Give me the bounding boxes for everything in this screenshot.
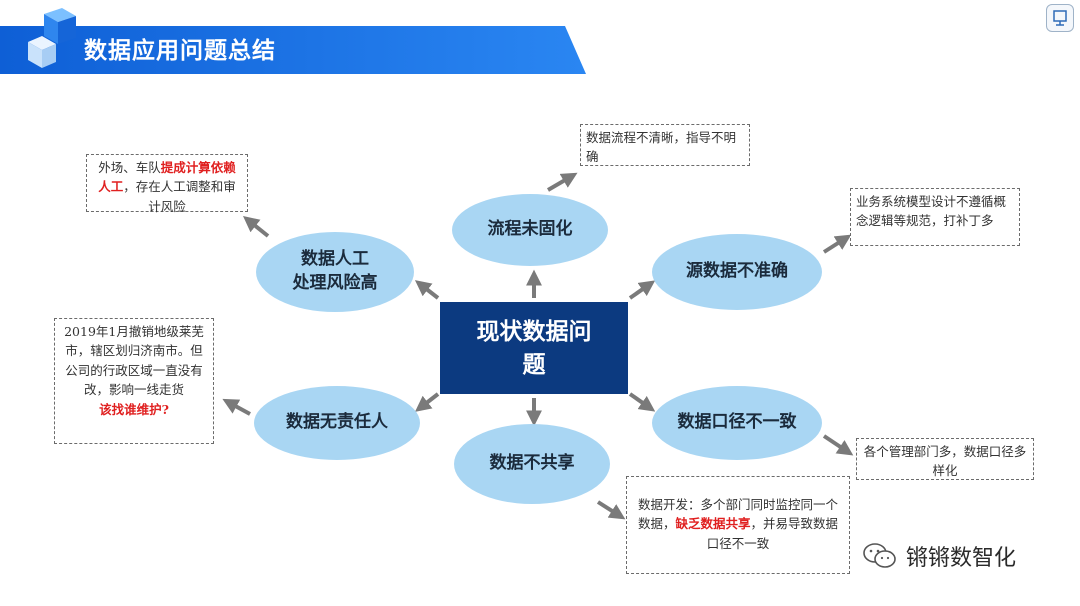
issue-manual-processing-risk: 数据人工 处理风险高 [256,232,414,312]
highlight-text: 提成计算依赖人工 [98,160,236,195]
center-topic-box: 现状数据问 题 [440,302,628,394]
note-caliber: 各个管理部门多，数据口径多样化 [856,438,1034,480]
issue-no-data-owner: 数据无责任人 [254,386,420,460]
center-topic-line1: 现状数据问 [476,317,592,345]
arrow-sharing-note [596,500,626,520]
issue-label-line1: 数据人工 [301,249,369,270]
issue-label: 数据不共享 [489,453,575,474]
header-band [0,26,590,76]
arrow-to-manual [414,280,440,300]
issue-label: 流程未固化 [487,219,573,240]
presentation-icon[interactable] [1046,4,1074,32]
issue-label-line2: 处理风险高 [292,273,378,293]
highlight-text: 该找谁维护? [99,401,169,417]
wechat-icon [863,543,896,568]
center-topic-line2: 题 [522,351,546,378]
arrow-to-source [628,280,656,300]
note-process: 数据流程不清晰，指导不明确 [580,124,750,166]
issue-label: 数据无责任人 [286,412,388,433]
issue-label: 源数据不准确 [686,261,788,282]
arrow-to-caliber [628,392,656,412]
issue-data-not-shared: 数据不共享 [454,424,610,504]
note-data-owner: 2019年1月撤销地级莱芜市，辖区划归济南市。但公司的行政区域一直没有改，影响一… [54,318,214,444]
note-manual-risk: 外场、车队提成计算依赖人工，存在人工调整和审计风险 [86,154,248,214]
watermark-text: 锵锵数智化 [906,546,1017,571]
cube-logo-icon [26,8,86,72]
watermark: 锵锵数智化 [862,538,1016,574]
highlight-text: 缺乏数据共享 [675,516,751,532]
issue-inconsistent-caliber: 数据口径不一致 [652,386,822,460]
arrow-manual-note [243,216,270,238]
note-source-data: 业务系统模型设计不遵循概念逻辑等规范，打补丁多 [850,188,1020,246]
arrow-to-owner [414,392,440,412]
note-sharing: 数据开发：多个部门同时监控同一个数据，缺乏数据共享，并易导致数据口径不一致 [626,476,850,574]
arrow-process-note [546,172,578,192]
arrow-source-note [822,234,852,254]
arrow-owner-note [222,398,251,416]
issue-source-data-inaccurate: 源数据不准确 [652,234,822,310]
issue-process-not-fixed: 流程未固化 [452,194,608,266]
page-title: 数据应用问题总结 [84,38,276,64]
arrow-caliber-note [822,434,854,456]
issue-label: 数据口径不一致 [677,412,797,433]
